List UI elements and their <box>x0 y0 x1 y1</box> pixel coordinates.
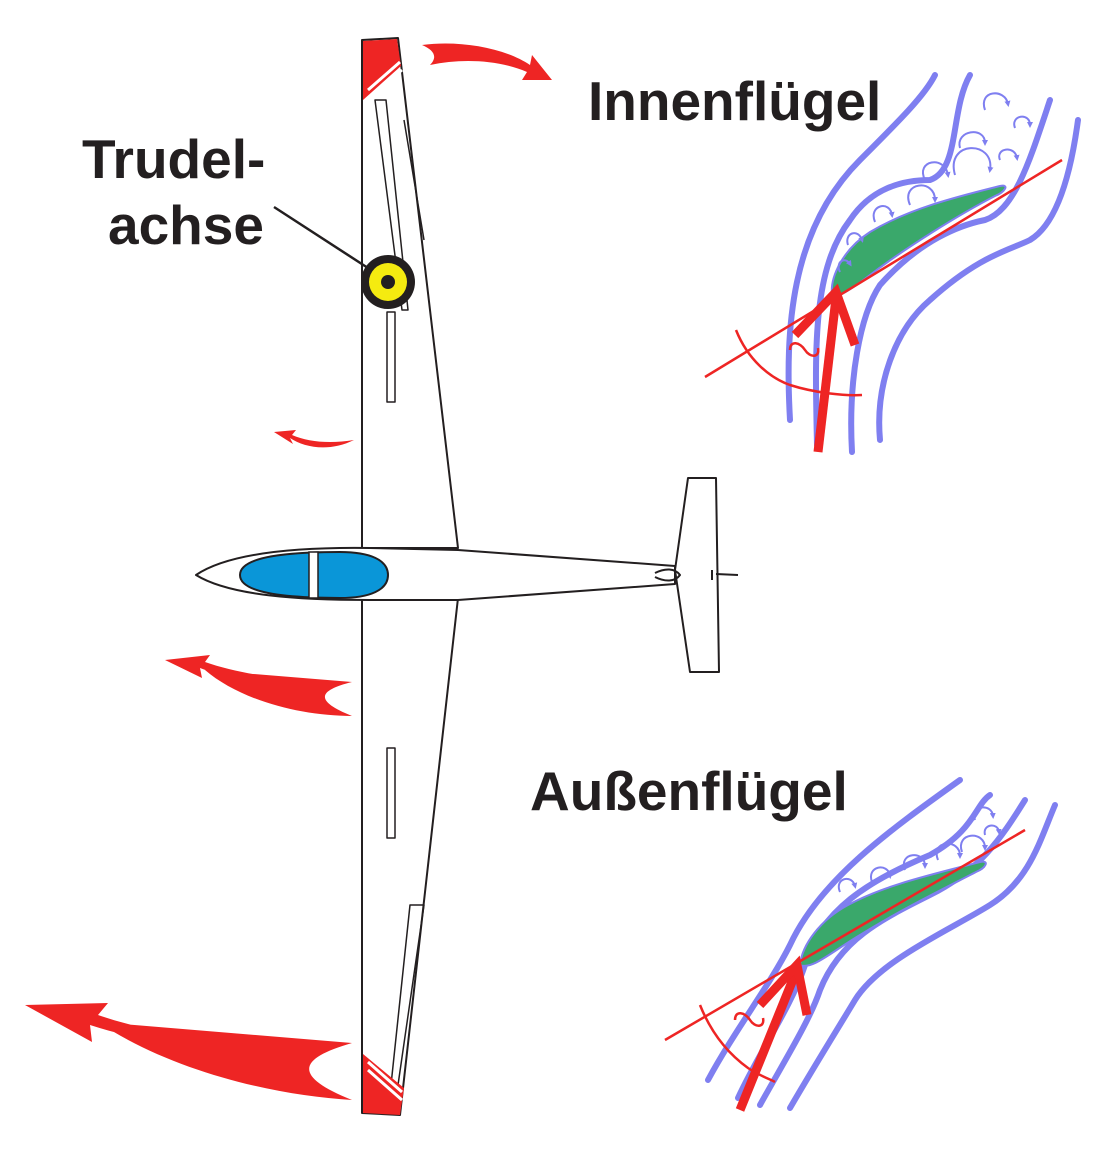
outer-airfoil <box>798 860 987 967</box>
inner-wing-label: Innenflügel <box>588 70 882 132</box>
inner-vortices <box>837 92 1033 273</box>
rotation-arrows <box>25 43 552 1100</box>
arrow-medium <box>165 655 352 716</box>
lower-wing <box>361 597 459 1116</box>
outer-wing-label: Außenflügel <box>530 760 848 822</box>
outer-vortices <box>837 806 1002 893</box>
horizontal-tail <box>674 477 720 673</box>
inner-airfoil-detail <box>704 72 1081 455</box>
spin-axis-label-line1: Trudel- <box>82 128 266 190</box>
outer-airfoil-detail <box>664 777 1058 1112</box>
arrow-large <box>25 1003 352 1100</box>
arrow-small <box>274 430 354 448</box>
spin-axis-marker <box>273 205 415 309</box>
wingtip-markings <box>363 39 404 1115</box>
inner-airfoil <box>830 184 1007 297</box>
canopy <box>238 550 390 600</box>
inner-streamlines <box>785 72 1081 455</box>
spin-axis-label-line2: achse <box>108 194 264 256</box>
arrow-top <box>422 43 552 80</box>
